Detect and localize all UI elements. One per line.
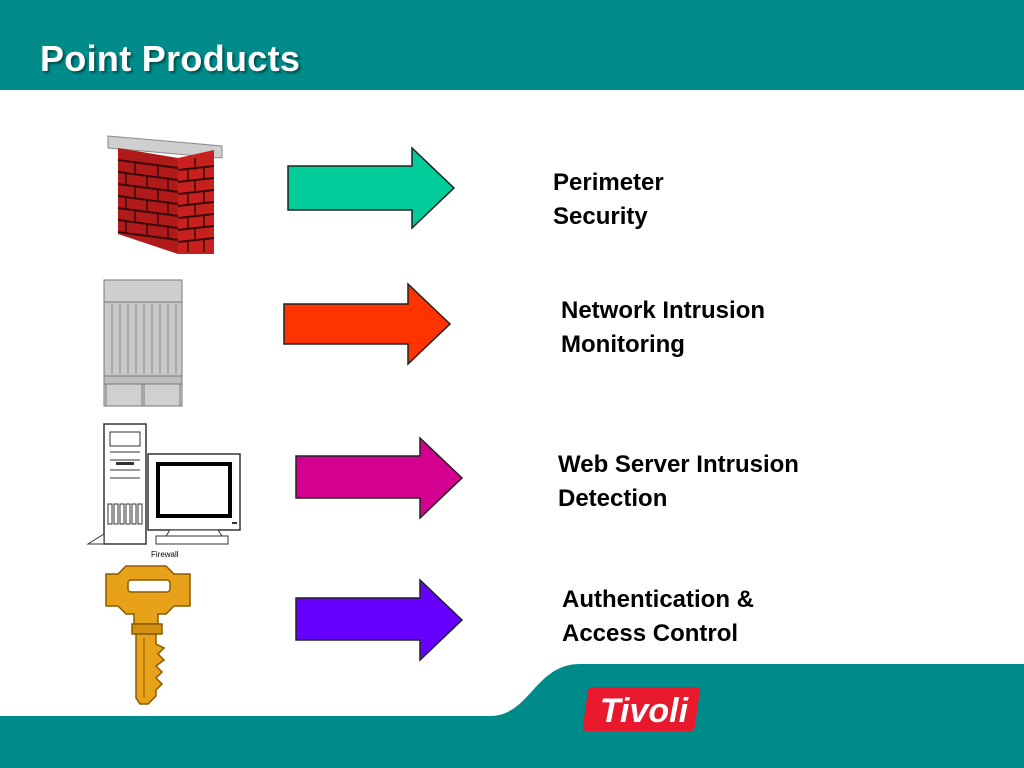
tivoli-logo: Tivoli: [582, 687, 700, 731]
network-appliance-icon: [103, 279, 183, 407]
brick-wall-icon: [107, 135, 223, 254]
item-label-perimeter-security: Perimeter Security: [553, 169, 664, 230]
item-label-web-server-intrusion: Web Server Intrusion Detection: [558, 451, 799, 512]
firewall-caption: Firewall: [151, 550, 179, 559]
item-label-authentication: Authentication & Access Control: [562, 586, 754, 647]
logo-text: Tivoli: [600, 692, 690, 730]
arrow-1: [287, 146, 456, 230]
header-bar: Point Products: [0, 0, 1024, 90]
arrow-3: [295, 436, 464, 520]
key-icon: [105, 565, 191, 705]
arrow-2: [283, 282, 452, 366]
item-label-network-intrusion: Network Intrusion Monitoring: [561, 297, 766, 358]
arrow-4: [295, 578, 464, 662]
slide-title: Point Products: [40, 38, 301, 79]
server-monitor-icon: [86, 423, 241, 545]
